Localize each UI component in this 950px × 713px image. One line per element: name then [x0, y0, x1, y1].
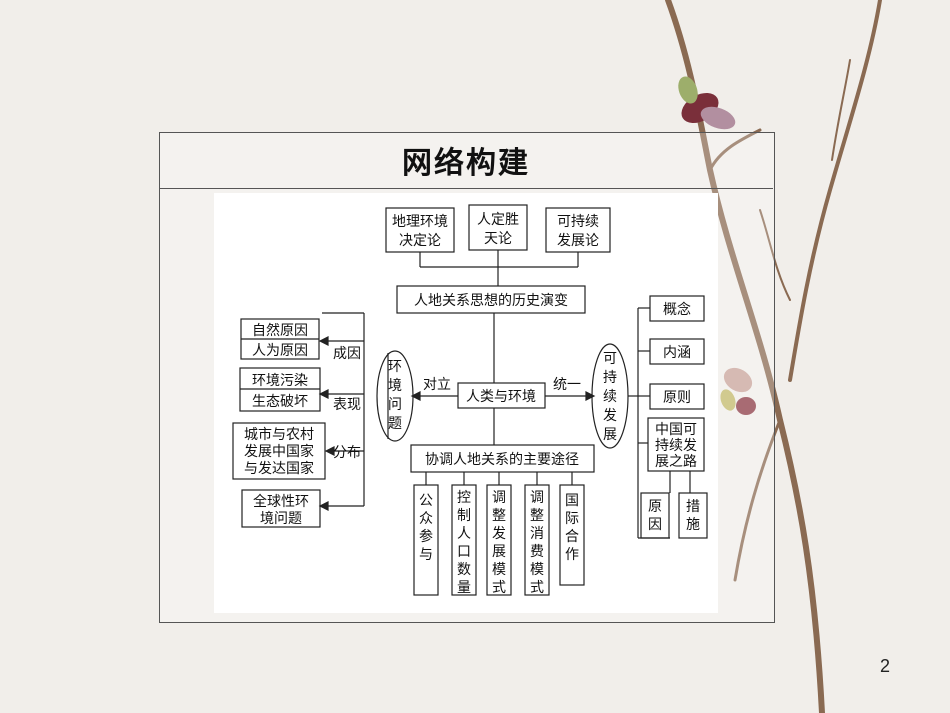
right-item-principle: 原则: [663, 390, 691, 406]
path-con-3: 消: [530, 526, 544, 542]
manifest-item-2: 生态破坏: [252, 394, 308, 410]
box-public: [413, 484, 439, 596]
china-sub-measure-2: 施: [686, 517, 700, 533]
flower-top-icon: [678, 76, 736, 130]
box-history: [396, 285, 586, 314]
path-dev-6: 式: [492, 580, 506, 596]
edge-label-oppose: 对立: [423, 377, 451, 393]
right-circle-char-2: 持: [603, 370, 617, 386]
path-public-4: 与: [419, 547, 433, 563]
box-principle: [649, 383, 705, 410]
path-pop-6: 量: [457, 580, 471, 596]
cause-item-2: 人为原因: [252, 343, 308, 359]
path-con-2: 整: [530, 508, 544, 524]
path-intl-4: 作: [565, 547, 579, 563]
top-box-3-line1: 可持续: [557, 213, 599, 230]
edge-label-unify: 统一: [553, 377, 581, 393]
right-circle-char-5: 展: [603, 427, 617, 443]
path-pop-4: 口: [457, 544, 471, 560]
right-circle-char-3: 续: [603, 388, 617, 405]
cause-item-1: 自然原因: [252, 322, 308, 339]
box-intl: [559, 484, 585, 586]
path-public-2: 众: [419, 511, 433, 527]
path-dev-4: 展: [492, 544, 506, 560]
top-box-2-line1: 人定胜: [477, 212, 519, 228]
distribution-item-2: 发展中国家: [244, 443, 314, 460]
path-intl-2: 际: [565, 511, 579, 527]
branch-label-manifest: 表现: [333, 397, 361, 413]
top-box-3-line2: 发展论: [557, 233, 599, 249]
box-dev-model: [486, 484, 512, 596]
concept-map-panel: 地理环境 决定论 人定胜 天论 可持续 发展论 人地关系思想的历史演变 人类与环…: [214, 193, 718, 613]
path-con-6: 式: [530, 580, 544, 596]
right-item-connotation: 内涵: [663, 345, 691, 361]
distribution-item-1: 城市与农村: [244, 426, 314, 443]
path-intl-3: 合: [565, 529, 579, 545]
china-sub-measure-1: 措: [686, 499, 700, 515]
branch-label-distribution: 分布: [333, 445, 361, 461]
circle-env-problems: [376, 350, 414, 442]
path-pop-1: 控: [457, 490, 471, 506]
path-public-1: 公: [419, 493, 433, 509]
center-label: 人类与环境: [466, 389, 536, 405]
box-population: [451, 484, 477, 596]
path-public-3: 参: [419, 528, 433, 545]
global-line-2: 境问题: [260, 511, 302, 527]
concept-map: 地理环境 决定论 人定胜 天论 可持续 发展论 人地关系思想的历史演变 人类与环…: [232, 204, 708, 596]
box-china-path: [647, 417, 705, 472]
path-dev-3: 发: [492, 526, 506, 542]
slide-title: 网络构建: [402, 146, 530, 181]
box-global: [241, 489, 321, 528]
box-concept: [649, 295, 705, 322]
china-path-line-1: 中国可: [655, 422, 697, 438]
top-box-1-line2: 决定论: [399, 233, 441, 249]
left-circle-char-1: 环: [388, 359, 402, 375]
left-circle-char-3: 问: [388, 397, 402, 413]
path-dev-1: 调: [492, 490, 506, 506]
china-path-line-2: 持续发: [655, 437, 697, 454]
branch-label-cause: 成因: [333, 346, 361, 362]
box-coordination: [410, 444, 595, 473]
path-con-4: 费: [530, 544, 544, 560]
right-circle-char-1: 可: [603, 351, 617, 367]
china-sub-reason-2: 因: [648, 517, 662, 533]
manifest-item-1: 环境污染: [252, 373, 308, 389]
top-box-1-line1: 地理环境: [392, 214, 448, 230]
path-dev-5: 模: [492, 562, 506, 578]
china-sub-reason-1: 原: [648, 499, 662, 515]
path-con-1: 调: [530, 490, 544, 506]
page-number: 2: [880, 656, 891, 676]
right-item-concept: 概念: [663, 301, 691, 318]
path-dev-2: 整: [492, 508, 506, 524]
path-intl-1: 国: [565, 493, 579, 509]
top-box-2-line2: 天论: [484, 231, 512, 247]
china-path-line-3: 展之路: [655, 454, 697, 470]
box-distribution: [232, 422, 326, 480]
box-consumption: [524, 484, 550, 596]
left-circle-char-2: 境: [388, 378, 402, 394]
left-circle-char-4: 题: [388, 416, 402, 432]
box-measure: [678, 492, 708, 539]
title-bar: 网络构建: [159, 132, 773, 189]
box-reason: [640, 492, 670, 539]
path-pop-3: 人: [457, 526, 471, 542]
path-pop-2: 制: [457, 508, 471, 524]
global-line-1: 全球性环: [253, 493, 309, 510]
distribution-item-3: 与发达国家: [244, 460, 314, 477]
flower-mid-icon: [720, 367, 756, 415]
box-connotation: [649, 338, 705, 365]
history-label: 人地关系思想的历史演变: [414, 293, 568, 309]
path-con-5: 模: [530, 562, 544, 578]
right-circle-char-4: 发: [603, 408, 617, 424]
coordination-label: 协调人地关系的主要途径: [425, 451, 579, 468]
path-pop-5: 数: [457, 562, 471, 578]
